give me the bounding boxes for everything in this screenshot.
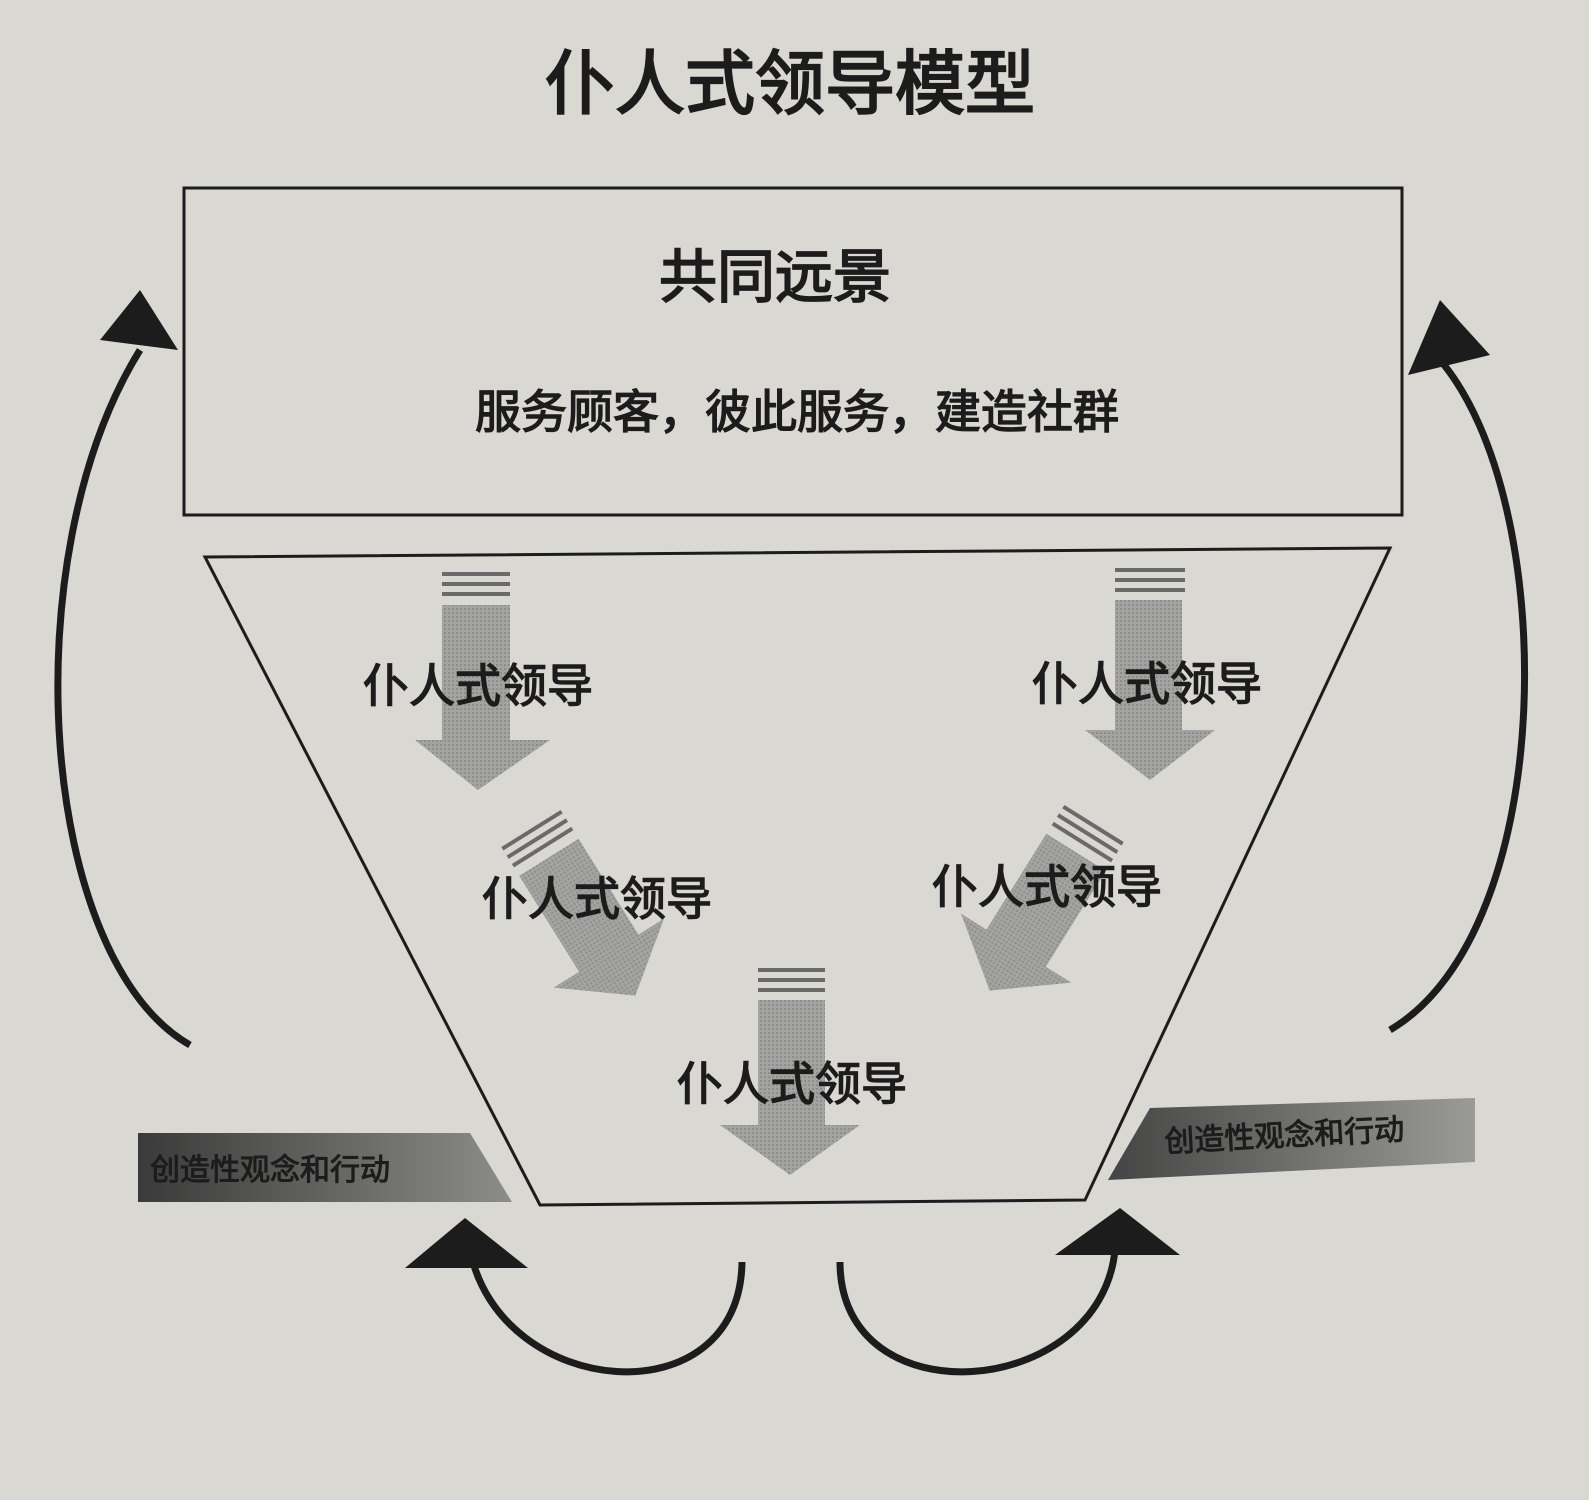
flow-arrow-4: [961, 804, 1124, 991]
arrowhead-icon: [1408, 300, 1490, 375]
flow-arrow-label: 仆人式领导: [932, 860, 1162, 914]
tag-label: 创造性观念和行动: [149, 1153, 390, 1188]
flow-arrow-label: 仆人式领导: [363, 659, 593, 713]
vision-heading: 共同远景: [659, 243, 891, 311]
arrowhead-icon: [1055, 1208, 1180, 1255]
flow-arrow-2: 仆人式领导: [1032, 568, 1262, 780]
flow-arrow-label: 仆人式领导: [677, 1057, 907, 1111]
flow-arrow-5: 仆人式领导: [677, 968, 907, 1175]
right-cycle-arrow: [1388, 357, 1529, 1034]
diagram-title: 仆人式领导模型: [545, 43, 1035, 125]
arrowhead-icon: [100, 290, 178, 350]
arrowhead-icon: [405, 1218, 528, 1268]
inverted-pyramid: [202, 546, 1393, 1207]
flow-arrow-3: [501, 809, 664, 996]
bottom-left-arrow: [466, 1249, 746, 1376]
vision-subtitle: 服务顾客，彼此服务，建造社群: [475, 385, 1119, 439]
creative-ideas-tag-right: 创造性观念和行动: [1108, 1098, 1475, 1180]
left-cycle-arrow: [54, 348, 192, 1049]
bottom-right-arrow: [836, 1249, 1119, 1376]
shared-vision-box: 共同远景 服务顾客，彼此服务，建造社群: [182, 186, 1404, 517]
flow-arrow-label: 仆人式领导: [482, 872, 712, 926]
flow-arrow-label: 仆人式领导: [1032, 657, 1262, 711]
creative-ideas-tag-left: 创造性观念和行动: [138, 1133, 512, 1202]
flow-arrow-1: 仆人式领导: [363, 572, 593, 790]
cycle-arrows: [54, 348, 1529, 1376]
